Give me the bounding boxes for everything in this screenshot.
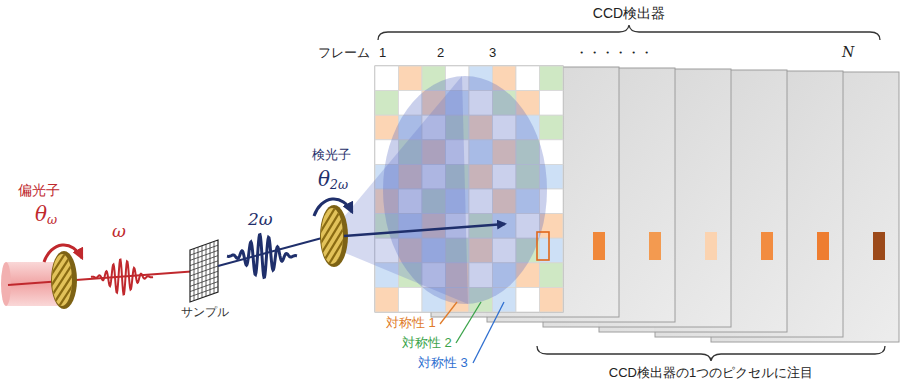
pixel-cell: [540, 91, 564, 116]
sample-grid: [190, 240, 218, 302]
fundamental-pulse: [91, 260, 153, 295]
signal-cone: [338, 76, 547, 304]
frame-caption: フレーム: [318, 46, 370, 60]
pixel-cell: [375, 91, 399, 116]
leader-lines: [440, 302, 504, 363]
harmonic-pulse: [227, 235, 297, 278]
analyzer-label: 検光子: [312, 148, 351, 162]
pixel-cell: [540, 238, 564, 263]
pixel-cell: [375, 66, 399, 91]
pixel-cell: [399, 287, 423, 312]
frame-number: N: [842, 45, 854, 60]
frame-number: 3: [489, 46, 496, 60]
pixel: [705, 232, 717, 260]
pixel-cell: [540, 263, 564, 288]
pixel-cell: [540, 115, 564, 140]
sample-label: サンプル: [181, 306, 229, 319]
detector-title: CCD検出器: [593, 6, 665, 21]
polarizer-label: 偏光子: [18, 183, 60, 198]
pixel: [761, 232, 773, 260]
pixel-cell: [540, 287, 564, 312]
leader-line: [473, 302, 504, 363]
symmetry-label: 対称性 1: [386, 316, 436, 330]
symmetry-label: 対称性 2: [402, 336, 452, 350]
angle-symbol: θ2ω: [318, 168, 348, 192]
pixel-cell: [375, 287, 399, 312]
pixel-cell: [516, 66, 540, 91]
pixel-cell: [399, 66, 423, 91]
pixel: [817, 232, 829, 260]
angle-symbol: θω: [35, 203, 57, 227]
pixel-highlight: [537, 232, 549, 260]
pixel: [873, 232, 885, 260]
signal-arrow: [344, 224, 505, 236]
pixel: [649, 232, 661, 260]
pixel-caption: CCD検出器の1つのピクセルに注目: [609, 366, 813, 380]
leader-line: [456, 302, 481, 343]
bracket: [378, 25, 880, 40]
pixel-cell: [540, 66, 564, 91]
rotation-arrow: [44, 245, 82, 262]
pixel: [593, 232, 605, 260]
rotation-arrow: [314, 199, 352, 216]
ellipsis: ・・・・・・: [575, 46, 653, 60]
bracket: [537, 346, 885, 361]
frequency-symbol: 2ω: [248, 210, 273, 229]
pixel-cell: [516, 287, 540, 312]
symmetry-label: 対称性 3: [418, 356, 468, 370]
fundamental-beam: [8, 271, 198, 285]
analyzer-disc: [256, 203, 408, 269]
leader-line: [440, 302, 457, 324]
ccd-frames: [375, 66, 899, 342]
frequency-symbol: ω: [112, 222, 126, 241]
frame-number: 1: [379, 46, 386, 60]
frame-number: 2: [437, 46, 444, 60]
